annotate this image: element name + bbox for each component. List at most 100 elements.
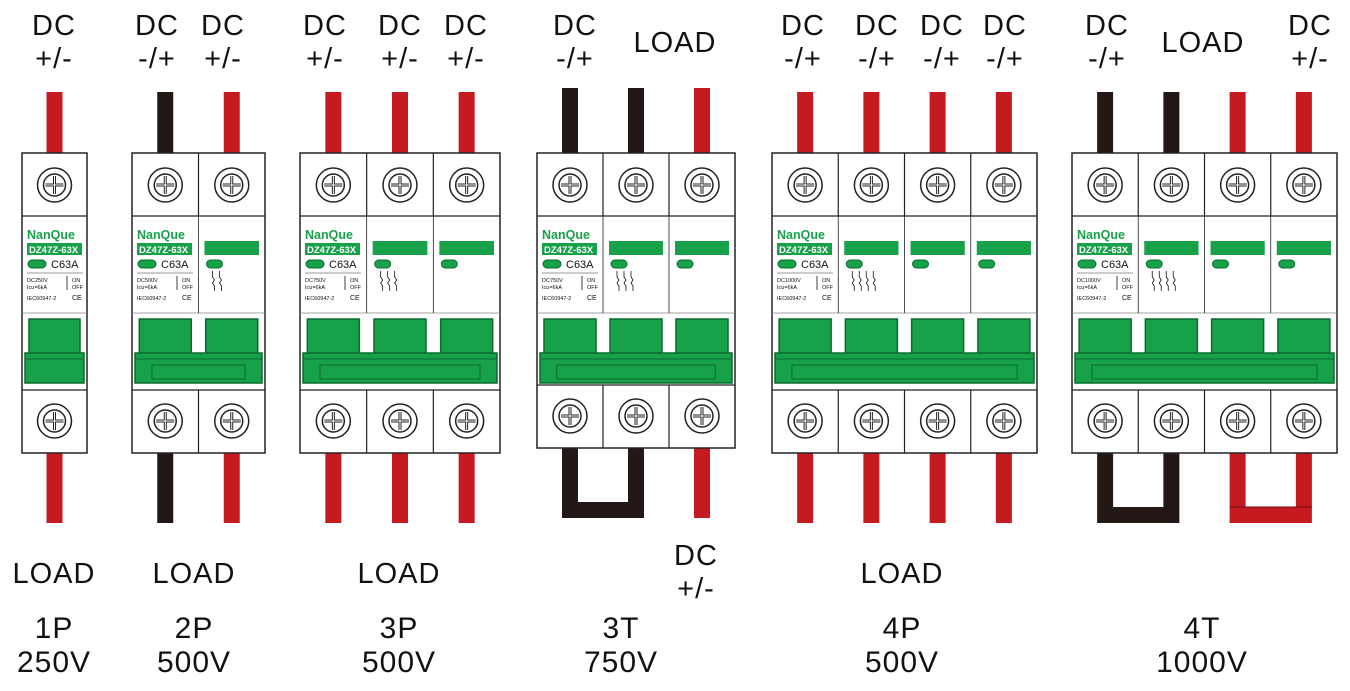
pole-bar — [1276, 241, 1331, 255]
voltage-spec: DC1000V — [1077, 278, 1101, 284]
coil-symbol — [865, 271, 869, 291]
circuit-symbol-icon — [616, 271, 634, 291]
current-rating: C63A — [801, 259, 829, 271]
screw-icon — [618, 398, 654, 434]
wire-top — [46, 92, 63, 153]
screw-slot-inner — [1096, 412, 1115, 430]
model-badge — [305, 243, 360, 255]
screw-icon — [986, 167, 1022, 203]
model-text: DZ47Z-63X — [139, 245, 189, 256]
nameplate: NanQueDZ47Z-63XC63ADC750VIcu=6kAONOFFIEC… — [305, 228, 362, 302]
trip-indicator — [374, 259, 392, 269]
breaking-capacity: Icu=6kA — [137, 285, 157, 291]
trip-indicator — [137, 259, 157, 269]
pole-bar — [844, 241, 899, 255]
wire-top — [1295, 92, 1312, 153]
screw-slot-inner — [457, 176, 476, 194]
screw-slot-inner — [1096, 176, 1115, 194]
terminal-label-4t-top-3: DC +/- — [1288, 10, 1332, 75]
on-marker: ON — [587, 278, 595, 284]
pole-bar — [910, 241, 965, 255]
tie-bar — [556, 364, 716, 380]
standard-text: IEC60947-2 — [137, 296, 166, 302]
screw-icon — [919, 167, 956, 203]
wire-top — [863, 92, 880, 153]
wire-top — [995, 92, 1012, 153]
screw-icon — [853, 167, 890, 203]
screw-icon — [1286, 167, 1322, 203]
breaker-2p: NanQueDZ47Z-63XC63ADC500VIcu=6kAONOFFIEC… — [131, 92, 266, 523]
voltage-spec: DC750V — [305, 278, 326, 284]
ce-mark: CE — [1122, 295, 1132, 302]
screw-icon — [618, 167, 654, 203]
voltage-spec: DC750V — [542, 278, 563, 284]
trip-indicator — [1077, 259, 1097, 269]
screw-icon — [552, 398, 588, 434]
current-rating: C63A — [329, 259, 357, 271]
trip-indicator — [542, 259, 562, 269]
screw-icon — [787, 403, 823, 439]
wire-bottom — [325, 453, 342, 523]
jumper-wire — [1097, 453, 1180, 523]
model-text: DZ47Z-63X — [544, 245, 594, 256]
ce-mark: CE — [182, 295, 192, 302]
brand-logo: NanQue — [542, 228, 590, 242]
wire-bottom — [458, 453, 475, 523]
model-badge — [542, 243, 597, 255]
screw-icon — [1286, 403, 1322, 439]
on-marker: ON — [72, 278, 80, 284]
wire-top — [628, 88, 644, 153]
nameplate: NanQueDZ47Z-63XC63ADC750VIcu=6kAONOFFIEC… — [542, 228, 599, 302]
screw-slot-inner — [1228, 412, 1247, 430]
wire-bottom — [223, 453, 240, 523]
trip-indicator — [1212, 259, 1229, 269]
screw-slot-inner — [324, 176, 343, 194]
toggle-handle — [134, 318, 263, 384]
terminal-label-4p-top-3: DC -/+ — [920, 10, 964, 75]
wire-top — [392, 92, 408, 153]
terminal-label-2p-top-2: DC +/- — [201, 10, 245, 75]
screw-slot-inner — [222, 176, 241, 194]
wire-bottom — [392, 453, 408, 523]
circuit-symbol-icon — [212, 271, 222, 291]
screw-icon — [315, 167, 352, 203]
screw-icon — [684, 398, 720, 434]
wire-bottom — [157, 453, 174, 523]
brand-logo: NanQue — [305, 228, 353, 242]
coil-symbol — [630, 271, 634, 291]
coil-symbol — [851, 271, 855, 291]
wire-bottom — [929, 453, 946, 523]
trip-indicator — [27, 259, 47, 269]
model-text: DZ47Z-63X — [779, 245, 829, 256]
voltage-spec: DC250V — [27, 278, 48, 284]
ce-mark: CE — [587, 295, 597, 302]
standard-text: IEC60947-2 — [1077, 296, 1106, 302]
current-rating: C63A — [161, 259, 189, 271]
wire-bottom — [694, 448, 710, 518]
screw-icon — [787, 167, 823, 203]
circuit-symbol-icon — [1151, 271, 1176, 291]
breaker-body — [299, 152, 501, 454]
screw-icon — [382, 167, 418, 203]
rating-4p: 4P 500V — [864, 612, 940, 679]
wire-top — [1163, 92, 1180, 153]
terminal-label-4p-top-2: DC -/+ — [855, 10, 899, 75]
rating-4t: 4T 1000V — [1156, 612, 1248, 679]
screw-icon — [36, 167, 73, 203]
screw-slot-inner — [391, 412, 409, 430]
breaker-4t: NanQueDZ47Z-63XC63ADC1000VIcu=6kAONOFFIE… — [1071, 92, 1338, 523]
terminal-label-3p-bottom: LOAD — [357, 558, 441, 590]
screw-slot-inner — [994, 176, 1013, 194]
screw-icon — [552, 167, 588, 203]
coil-symbol — [623, 271, 627, 291]
screw-icon — [853, 403, 890, 439]
screw-icon — [315, 403, 352, 439]
model-badge — [137, 243, 192, 255]
screw-icon — [147, 167, 183, 203]
tie-bar — [151, 364, 246, 380]
screw-icon — [1219, 403, 1256, 439]
screw-slot-inner — [561, 407, 579, 425]
screw-slot-inner — [994, 412, 1013, 430]
wire-top — [929, 92, 946, 153]
